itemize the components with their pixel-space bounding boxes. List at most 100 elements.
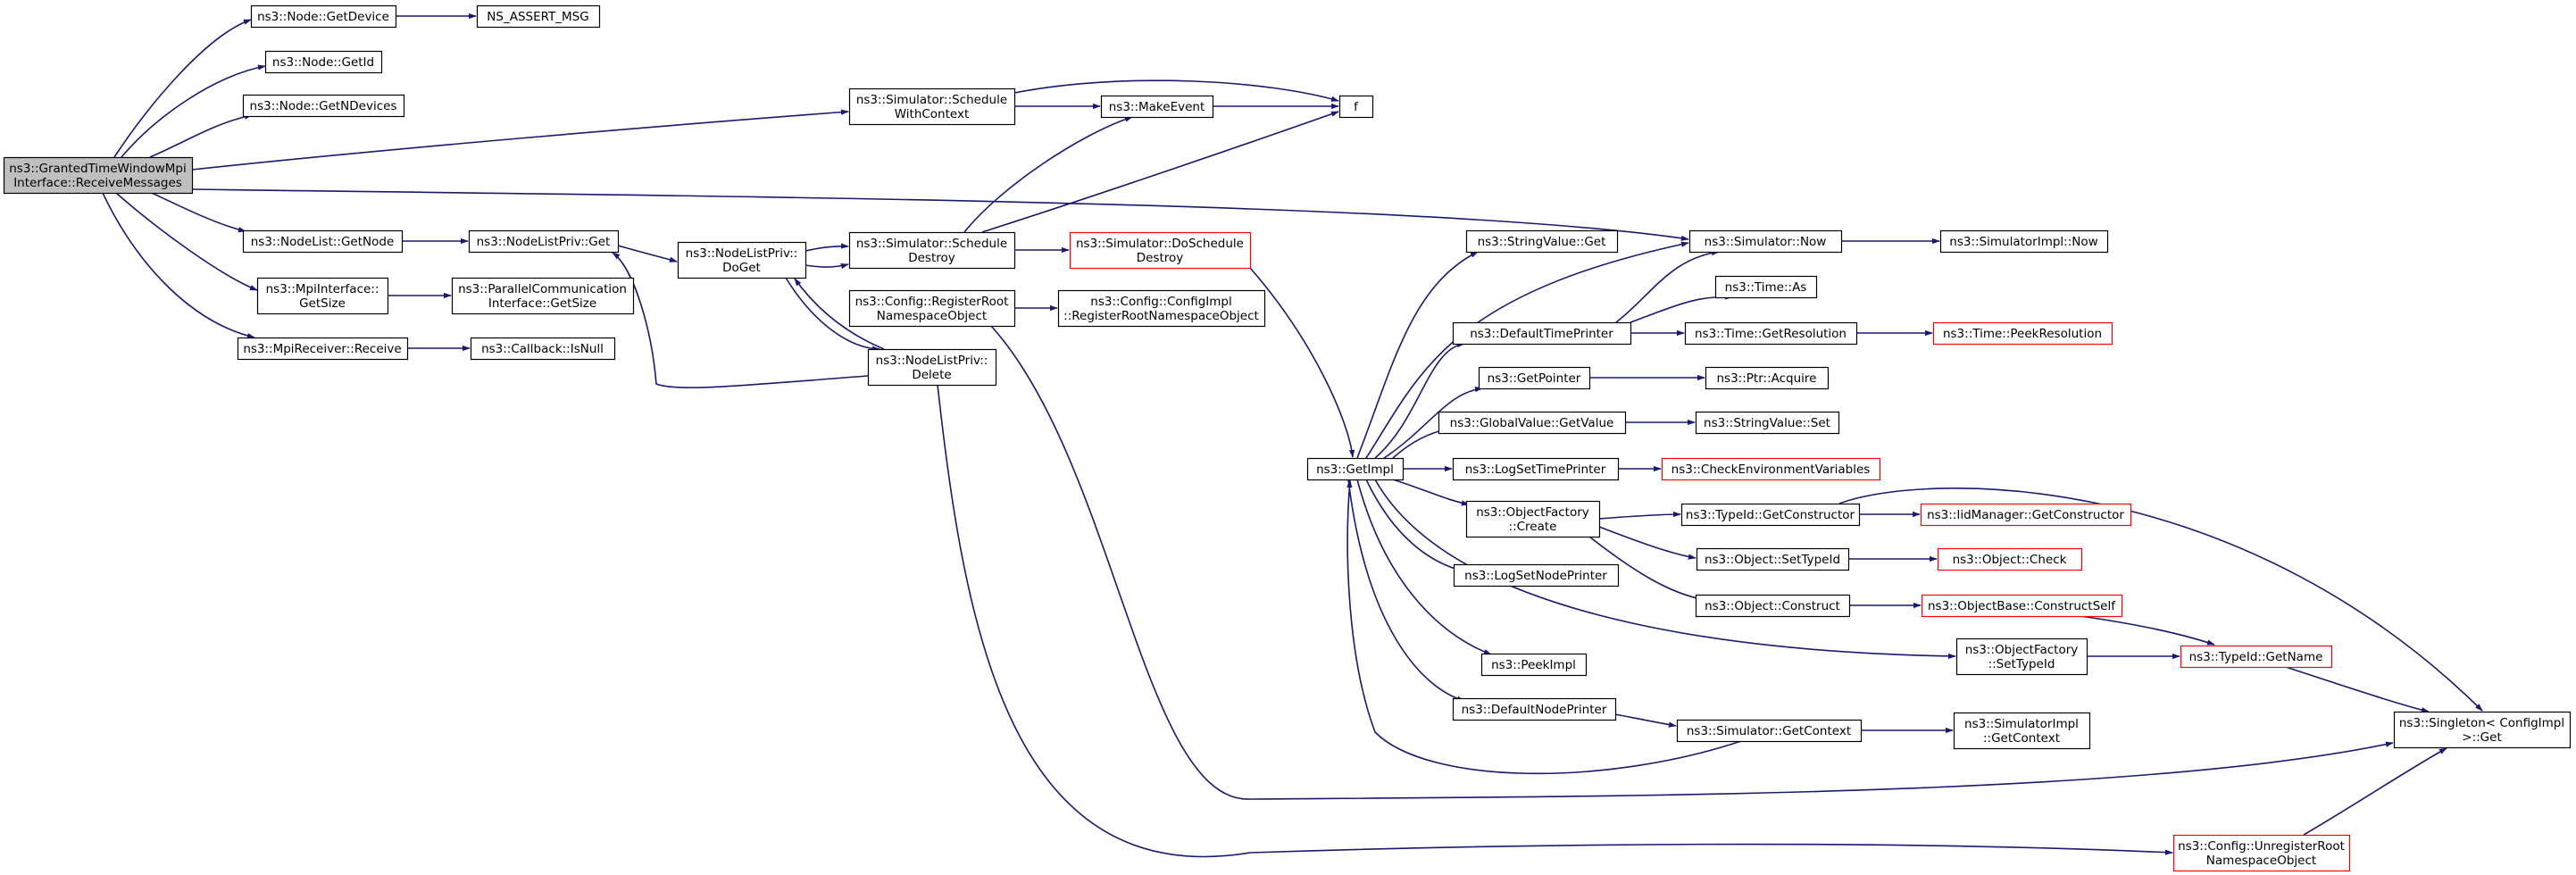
node-label: ns3::Singleton< ConfigImpl bbox=[2399, 716, 2564, 730]
node-label: ns3::GetPointer bbox=[1488, 371, 1581, 386]
node-mpirecv[interactable]: ns3::MpiReceiver::Receive bbox=[237, 337, 409, 361]
node-ptr-acquire[interactable]: ns3::Ptr::Acquire bbox=[1705, 366, 1830, 390]
node-label: ns3::Config::RegisterRoot bbox=[855, 295, 1009, 309]
node-sv-set[interactable]: ns3::StringValue::Set bbox=[1695, 411, 1840, 435]
edge-root-to-nodelist_getnode bbox=[151, 192, 246, 233]
node-box bbox=[867, 348, 997, 387]
node-sim-getcontext[interactable]: ns3::Simulator::GetContext bbox=[1676, 719, 1863, 743]
node-typeid-getctor[interactable]: ns3::TypeId::GetConstructor bbox=[1680, 503, 1861, 527]
edge-root-to-sim_now bbox=[191, 188, 1689, 241]
edge-nlp_delete-to-cfg_unregister bbox=[937, 384, 2173, 858]
node-label: ns3::Object::SetTypeId bbox=[1705, 553, 1840, 567]
edge-nlp_delete-to-nlp_doget bbox=[794, 278, 885, 350]
node-box bbox=[1465, 500, 1601, 538]
node-nlp-get[interactable]: ns3::NodeListPriv::Get bbox=[468, 229, 620, 254]
node-default-time-printer[interactable]: ns3::DefaultTimePrinter bbox=[1452, 321, 1632, 346]
node-label: ns3::Callback::IsNull bbox=[481, 342, 604, 356]
node-getpointer[interactable]: ns3::GetPointer bbox=[1478, 366, 1591, 390]
node-logsetnodeprinter[interactable]: ns3::LogSetNodePrinter bbox=[1453, 563, 1620, 588]
node-node-getndevices[interactable]: ns3::Node::GetNDevices bbox=[242, 94, 405, 118]
node-cb-isnull[interactable]: ns3::Callback::IsNull bbox=[470, 337, 616, 361]
node-box bbox=[1453, 563, 1620, 588]
node-pci-getsize[interactable]: ns3::ParallelCommunicationInterface::Get… bbox=[451, 277, 635, 315]
node-label: ns3::MpiInterface:: bbox=[266, 282, 379, 296]
node-nodelist-getnode[interactable]: ns3::NodeList::GetNode bbox=[242, 229, 404, 254]
node-nlp-doget[interactable]: ns3::NodeListPriv::DoGet bbox=[677, 241, 807, 279]
node-box bbox=[2172, 834, 2351, 872]
node-defaultnodeprinter[interactable]: ns3::DefaultNodePrinter bbox=[1452, 697, 1617, 721]
node-label: ns3::IidManager::GetConstructor bbox=[1927, 508, 2124, 522]
node-label: ns3::TypeId::GetName bbox=[2189, 650, 2323, 664]
edge-of_create-to-typeid_getctor bbox=[1598, 511, 1681, 520]
node-label: ns3::LogSetTimePrinter bbox=[1465, 462, 1606, 477]
node-layer: ns3::GrantedTimeWindowMpiInterface::Rece… bbox=[3, 4, 2572, 872]
node-time-getres[interactable]: ns3::Time::GetResolution bbox=[1684, 321, 1858, 346]
node-nlp-delete[interactable]: ns3::NodeListPriv::Delete bbox=[867, 348, 997, 387]
node-label: ns3::MakeEvent bbox=[1109, 100, 1205, 114]
node-box bbox=[1338, 95, 1374, 119]
node-makeevent[interactable]: ns3::MakeEvent bbox=[1100, 95, 1214, 119]
node-logsettimeprinter[interactable]: ns3::LogSetTimePrinter bbox=[1452, 457, 1620, 481]
node-box bbox=[848, 88, 1016, 126]
node-label: ns3::NodeList::GetNode bbox=[251, 235, 395, 249]
edge-do_sched_destroy-to-getimpl bbox=[1249, 267, 1355, 458]
node-sim-now[interactable]: ns3::Simulator::Now bbox=[1688, 229, 1843, 254]
node-checkenv[interactable]: ns3::CheckEnvironmentVariables bbox=[1661, 457, 1881, 481]
node-root[interactable]: ns3::GrantedTimeWindowMpiInterface::Rece… bbox=[3, 156, 194, 195]
node-label: ns3::Object::Check bbox=[1953, 553, 2067, 567]
node-mpi-getsize[interactable]: ns3::MpiInterface::GetSize bbox=[256, 277, 389, 315]
node-cfg-register[interactable]: ns3::Config::RegisterRootNamespaceObject bbox=[848, 289, 1016, 328]
node-box bbox=[1452, 321, 1632, 346]
node-obj-settypeid[interactable]: ns3::Object::SetTypeId bbox=[1696, 547, 1850, 571]
node-objbase-constructself[interactable]: ns3::ObjectBase::ConstructSelf bbox=[1921, 594, 2123, 618]
node-box bbox=[237, 337, 409, 361]
node-label: ns3::TypeId::GetConstructor bbox=[1686, 508, 1855, 522]
node-simimpl-now[interactable]: ns3::SimulatorImpl::Now bbox=[1939, 229, 2109, 254]
node-getimpl[interactable]: ns3::GetImpl bbox=[1306, 457, 1405, 481]
node-of-settypeid[interactable]: ns3::ObjectFactory::SetTypeId bbox=[1955, 638, 2088, 676]
edge-cfg_register-to-singleton_get bbox=[990, 325, 2394, 800]
node-label: ns3::Simulator::DoSchedule bbox=[1076, 237, 1244, 251]
node-obj-check[interactable]: ns3::Object::Check bbox=[1937, 547, 2083, 571]
node-ns-assert-msg[interactable]: NS_ASSERT_MSG bbox=[476, 4, 601, 29]
edge-root-to-sched_ctx bbox=[191, 109, 849, 171]
edge-root-to-node_getdevice bbox=[113, 19, 252, 158]
node-label: Interface::ReceiveMessages bbox=[13, 176, 182, 190]
node-simimpl-getcontext[interactable]: ns3::SimulatorImpl::GetContext bbox=[1953, 712, 2091, 750]
node-time-peekres[interactable]: ns3::Time::PeekResolution bbox=[1932, 321, 2113, 346]
node-cfg-unregister[interactable]: ns3::Config::UnregisterRootNamespaceObje… bbox=[2172, 834, 2351, 872]
node-box bbox=[1478, 366, 1591, 390]
node-gv-getvalue[interactable]: ns3::GlobalValue::GetValue bbox=[1438, 411, 1627, 435]
node-box bbox=[848, 289, 1016, 328]
node-label: ns3::StringValue::Get bbox=[1478, 235, 1606, 249]
node-label: ns3::Node::GetNDevices bbox=[250, 99, 397, 113]
node-box bbox=[1932, 321, 2113, 346]
node-f[interactable]: f bbox=[1338, 95, 1374, 119]
edge-default_time_printer-to-time_as bbox=[1630, 294, 1733, 323]
node-peekimpl[interactable]: ns3::PeekImpl bbox=[1480, 653, 1588, 677]
node-singleton-get[interactable]: ns3::Singleton< ConfigImpl >::Get bbox=[2393, 711, 2572, 749]
edge-default_time_printer-to-sim_now bbox=[1615, 250, 1720, 323]
node-label: Interface::GetSize bbox=[488, 296, 596, 311]
edge-layer bbox=[102, 12, 2483, 858]
node-box bbox=[1953, 712, 2091, 750]
node-label: ns3::Simulator::Schedule bbox=[856, 237, 1007, 251]
node-time-as[interactable]: ns3::Time::As bbox=[1714, 275, 1818, 299]
edge-root-to-mpirecv bbox=[102, 192, 255, 339]
node-label: ns3::Time::PeekResolution bbox=[1943, 327, 2102, 341]
node-of-create[interactable]: ns3::ObjectFactory::Create bbox=[1465, 500, 1601, 538]
node-iidmgr-getctor[interactable]: ns3::IidManager::GetConstructor bbox=[1920, 503, 2132, 527]
node-typeid-getname[interactable]: ns3::TypeId::GetName bbox=[2180, 645, 2333, 669]
node-label: ns3::Ptr::Acquire bbox=[1717, 371, 1817, 386]
node-node-getdevice[interactable]: ns3::Node::GetDevice bbox=[250, 4, 397, 29]
node-obj-construct[interactable]: ns3::Object::Construct bbox=[1695, 594, 1851, 618]
node-sv-get[interactable]: ns3::StringValue::Get bbox=[1465, 229, 1619, 254]
node-cfgimpl-register[interactable]: ns3::Config::ConfigImpl::RegisterRootNam… bbox=[1057, 289, 1266, 328]
node-box bbox=[1939, 229, 2109, 254]
node-node-getid[interactable]: ns3::Node::GetId bbox=[264, 50, 383, 74]
node-label: ns3::Config::ConfigImpl bbox=[1090, 295, 1231, 309]
node-box bbox=[677, 241, 807, 279]
